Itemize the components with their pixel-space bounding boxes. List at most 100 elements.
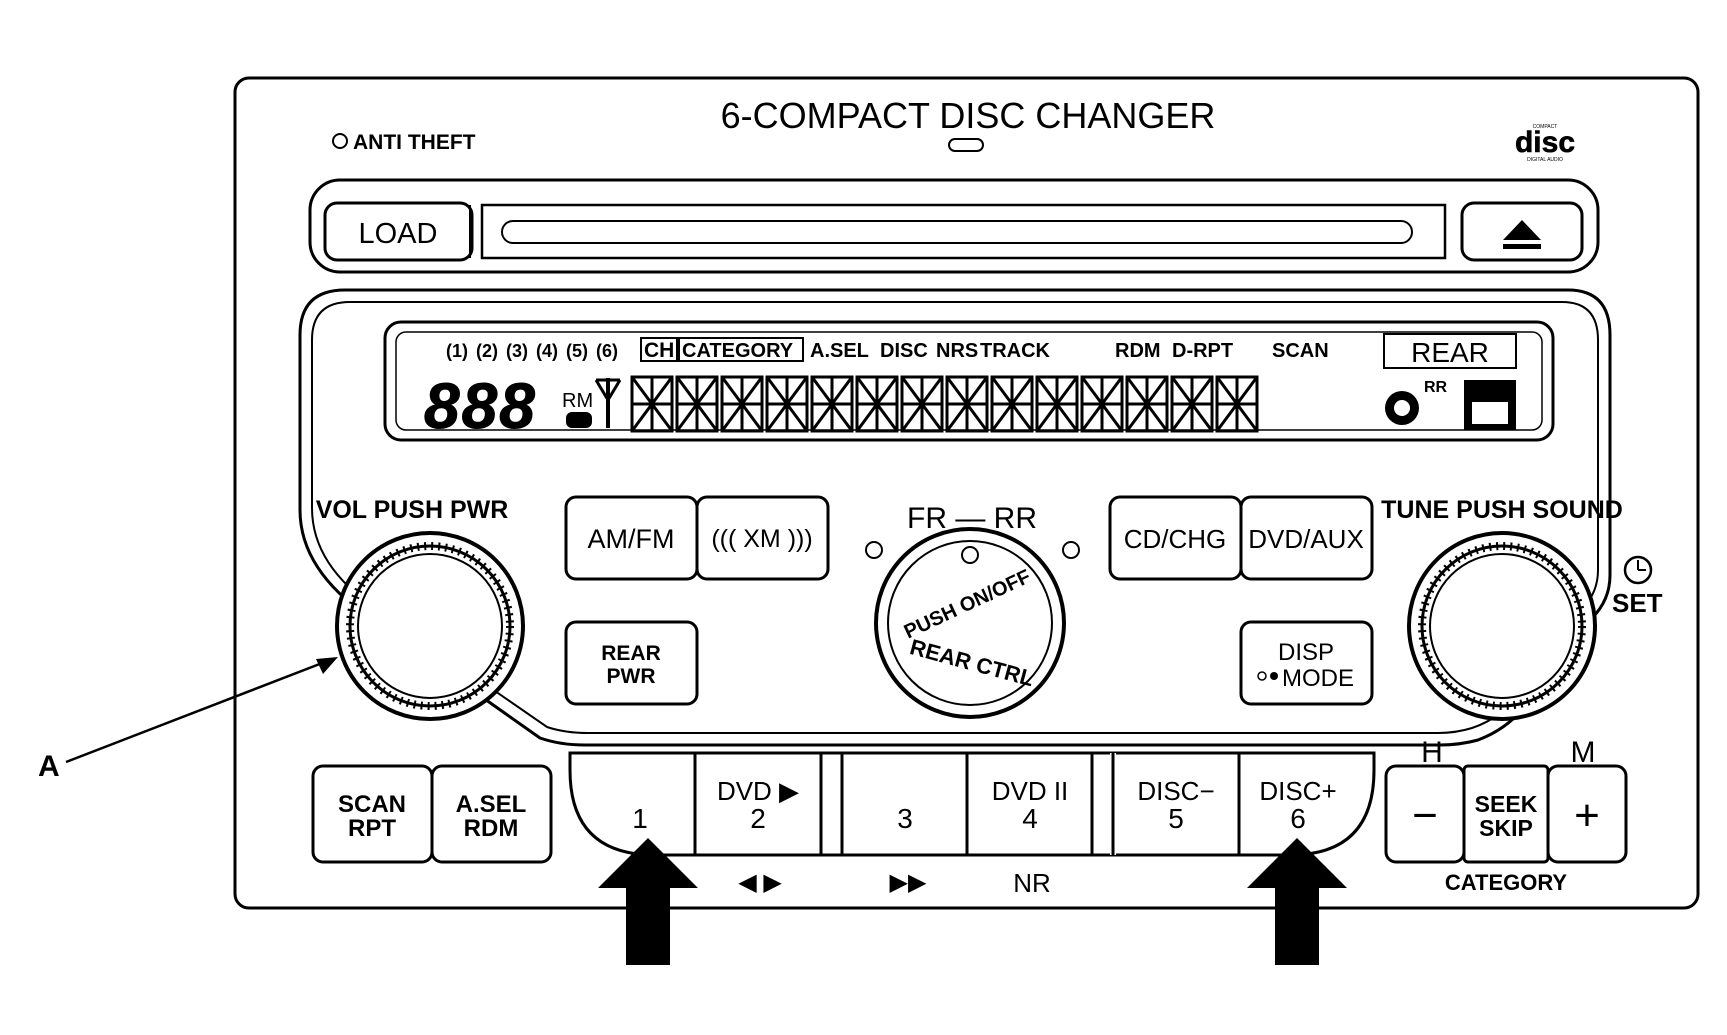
device-title: 6-COMPACT DISC CHANGER xyxy=(721,95,1216,136)
lcd-segment-cell xyxy=(675,375,719,433)
cd-slot xyxy=(480,203,1447,260)
svg-text:(4): (4) xyxy=(536,341,558,361)
ffwd-label: ▶▶ xyxy=(890,869,927,896)
lcd-rear-label: REAR xyxy=(1411,337,1489,368)
callout-leader-line xyxy=(65,658,331,764)
svg-text:COMPACT: COMPACT xyxy=(1533,124,1558,130)
preset-button-1[interactable]: 1 xyxy=(632,803,648,834)
svg-text:D-RPT: D-RPT xyxy=(1172,340,1233,362)
svg-text:DVD ▶: DVD ▶ xyxy=(717,776,799,806)
lcd-segment-cell xyxy=(1035,375,1079,433)
lcd-segment-cell xyxy=(945,375,989,433)
h-label: H xyxy=(1421,736,1443,769)
rear-pwr-label: REAR xyxy=(601,642,661,665)
svg-text:disc: disc xyxy=(1515,126,1575,159)
category-label: CATEGORY xyxy=(1445,870,1568,895)
preset-button-2[interactable]: DVD ▶ 2 xyxy=(717,776,799,834)
disp-label: DISP xyxy=(1278,639,1334,666)
disp-mode-button[interactable] xyxy=(1239,620,1374,706)
rr-indicator xyxy=(1062,541,1080,559)
phone-icon xyxy=(566,412,592,428)
rev-fwd-label: ◀ ▶ xyxy=(738,869,782,896)
xm-button[interactable] xyxy=(695,495,830,581)
svg-text:(1): (1) xyxy=(446,341,468,361)
svg-text:A.SEL: A.SEL xyxy=(810,340,869,362)
asel-rdm-button[interactable] xyxy=(430,764,553,864)
callout-label-a: A xyxy=(38,750,60,783)
eject-icon xyxy=(1503,220,1541,249)
nr-label: NR xyxy=(1013,868,1051,898)
load-button[interactable] xyxy=(323,201,474,262)
disc-slot-indicator xyxy=(948,138,984,152)
svg-text:(2): (2) xyxy=(476,341,498,361)
tune-knob[interactable] xyxy=(1407,531,1597,721)
compact-disc-logo: COMPACT disc DIGITAL AUDIO xyxy=(1515,124,1576,163)
svg-text:DISC+: DISC+ xyxy=(1259,776,1336,806)
svg-text:DVD II: DVD II xyxy=(992,776,1069,806)
lcd-segment-cell xyxy=(1125,375,1169,433)
minus-label: − xyxy=(1412,791,1438,840)
preset-button-4[interactable]: DVD II 4 xyxy=(992,776,1069,834)
seek-plus-button[interactable] xyxy=(1546,764,1628,864)
svg-text:TRACK: TRACK xyxy=(980,340,1051,362)
arrow-up-icon xyxy=(1247,838,1347,965)
lcd-rear-box xyxy=(1383,333,1517,369)
xm-label: ((( XM ))) xyxy=(711,525,812,553)
svg-text:DISC−: DISC− xyxy=(1137,776,1214,806)
lcd-disc-indicators: (1) (2) (3) (4) (5) (6) xyxy=(446,341,618,361)
rear-pwr-button[interactable] xyxy=(564,620,699,706)
rear-ctrl-knob[interactable] xyxy=(874,527,1066,719)
load-label: LOAD xyxy=(359,218,438,250)
rdm-label: RDM xyxy=(464,815,519,842)
svg-text:1: 1 xyxy=(632,803,648,834)
svg-text:4: 4 xyxy=(1022,803,1038,834)
antitheft-label: ANTI THEFT xyxy=(353,131,476,154)
svg-text:SCAN: SCAN xyxy=(1272,340,1329,362)
slot-band xyxy=(308,178,1600,274)
seek-label: SEEK xyxy=(1475,791,1538,817)
svg-text:(5): (5) xyxy=(566,341,588,361)
vol-knob-label: VOL PUSH PWR xyxy=(316,496,509,524)
callout-arrowhead xyxy=(316,657,338,674)
arrow-up-icon xyxy=(598,838,698,965)
rear-speaker-icon xyxy=(1385,391,1419,425)
antitheft-indicator xyxy=(332,133,348,149)
lcd-digits: 888 xyxy=(424,370,537,442)
svg-text:3: 3 xyxy=(897,803,913,834)
preset-button-5[interactable]: DISC− 5 xyxy=(1137,776,1214,834)
tune-knob-label: TUNE PUSH SOUND xyxy=(1381,496,1623,524)
lcd-segment-cell xyxy=(630,375,674,433)
dot-icon xyxy=(1257,671,1278,681)
cd-chg-label: CD/CHG xyxy=(1124,524,1227,554)
dvd-aux-button[interactable] xyxy=(1239,495,1374,581)
svg-text:RDM: RDM xyxy=(1115,340,1161,362)
preset-button-6[interactable]: DISC+ 6 xyxy=(1259,776,1336,834)
antenna-icon xyxy=(594,378,622,428)
lcd-segment-cell xyxy=(765,375,809,433)
rpt-label: RPT xyxy=(348,815,396,842)
set-label: SET xyxy=(1612,588,1663,618)
svg-text:CH: CH xyxy=(644,339,674,362)
svg-text:(3): (3) xyxy=(506,341,528,361)
mode-label: MODE xyxy=(1282,665,1354,692)
lcd-segment-cell xyxy=(720,375,764,433)
lcd-segment-cell xyxy=(1170,375,1214,433)
svg-text:DISC: DISC xyxy=(880,340,928,362)
preset-button-3[interactable]: 3 xyxy=(897,803,913,834)
rear-pwr-label-2: PWR xyxy=(607,665,656,688)
svg-text:6: 6 xyxy=(1290,803,1306,834)
lcd-segment-cell xyxy=(810,375,854,433)
asel-label: A.SEL xyxy=(456,791,527,818)
vol-knob[interactable] xyxy=(335,531,525,721)
svg-text:5: 5 xyxy=(1168,803,1184,834)
m-label: M xyxy=(1571,736,1596,769)
svg-text:NRS: NRS xyxy=(936,340,978,362)
svg-text:CATEGORY: CATEGORY xyxy=(682,340,794,362)
lcd-segment-cell xyxy=(855,375,899,433)
lcd-segment-cell xyxy=(1215,375,1259,433)
lcd-segment-cell xyxy=(1080,375,1124,433)
lcd-indicator-labels: CH CATEGORY A.SEL DISC NRS TRACK RDM D-R… xyxy=(640,337,1329,362)
lcd-segment-cell xyxy=(900,375,944,433)
am-fm-label: AM/FM xyxy=(588,524,675,554)
